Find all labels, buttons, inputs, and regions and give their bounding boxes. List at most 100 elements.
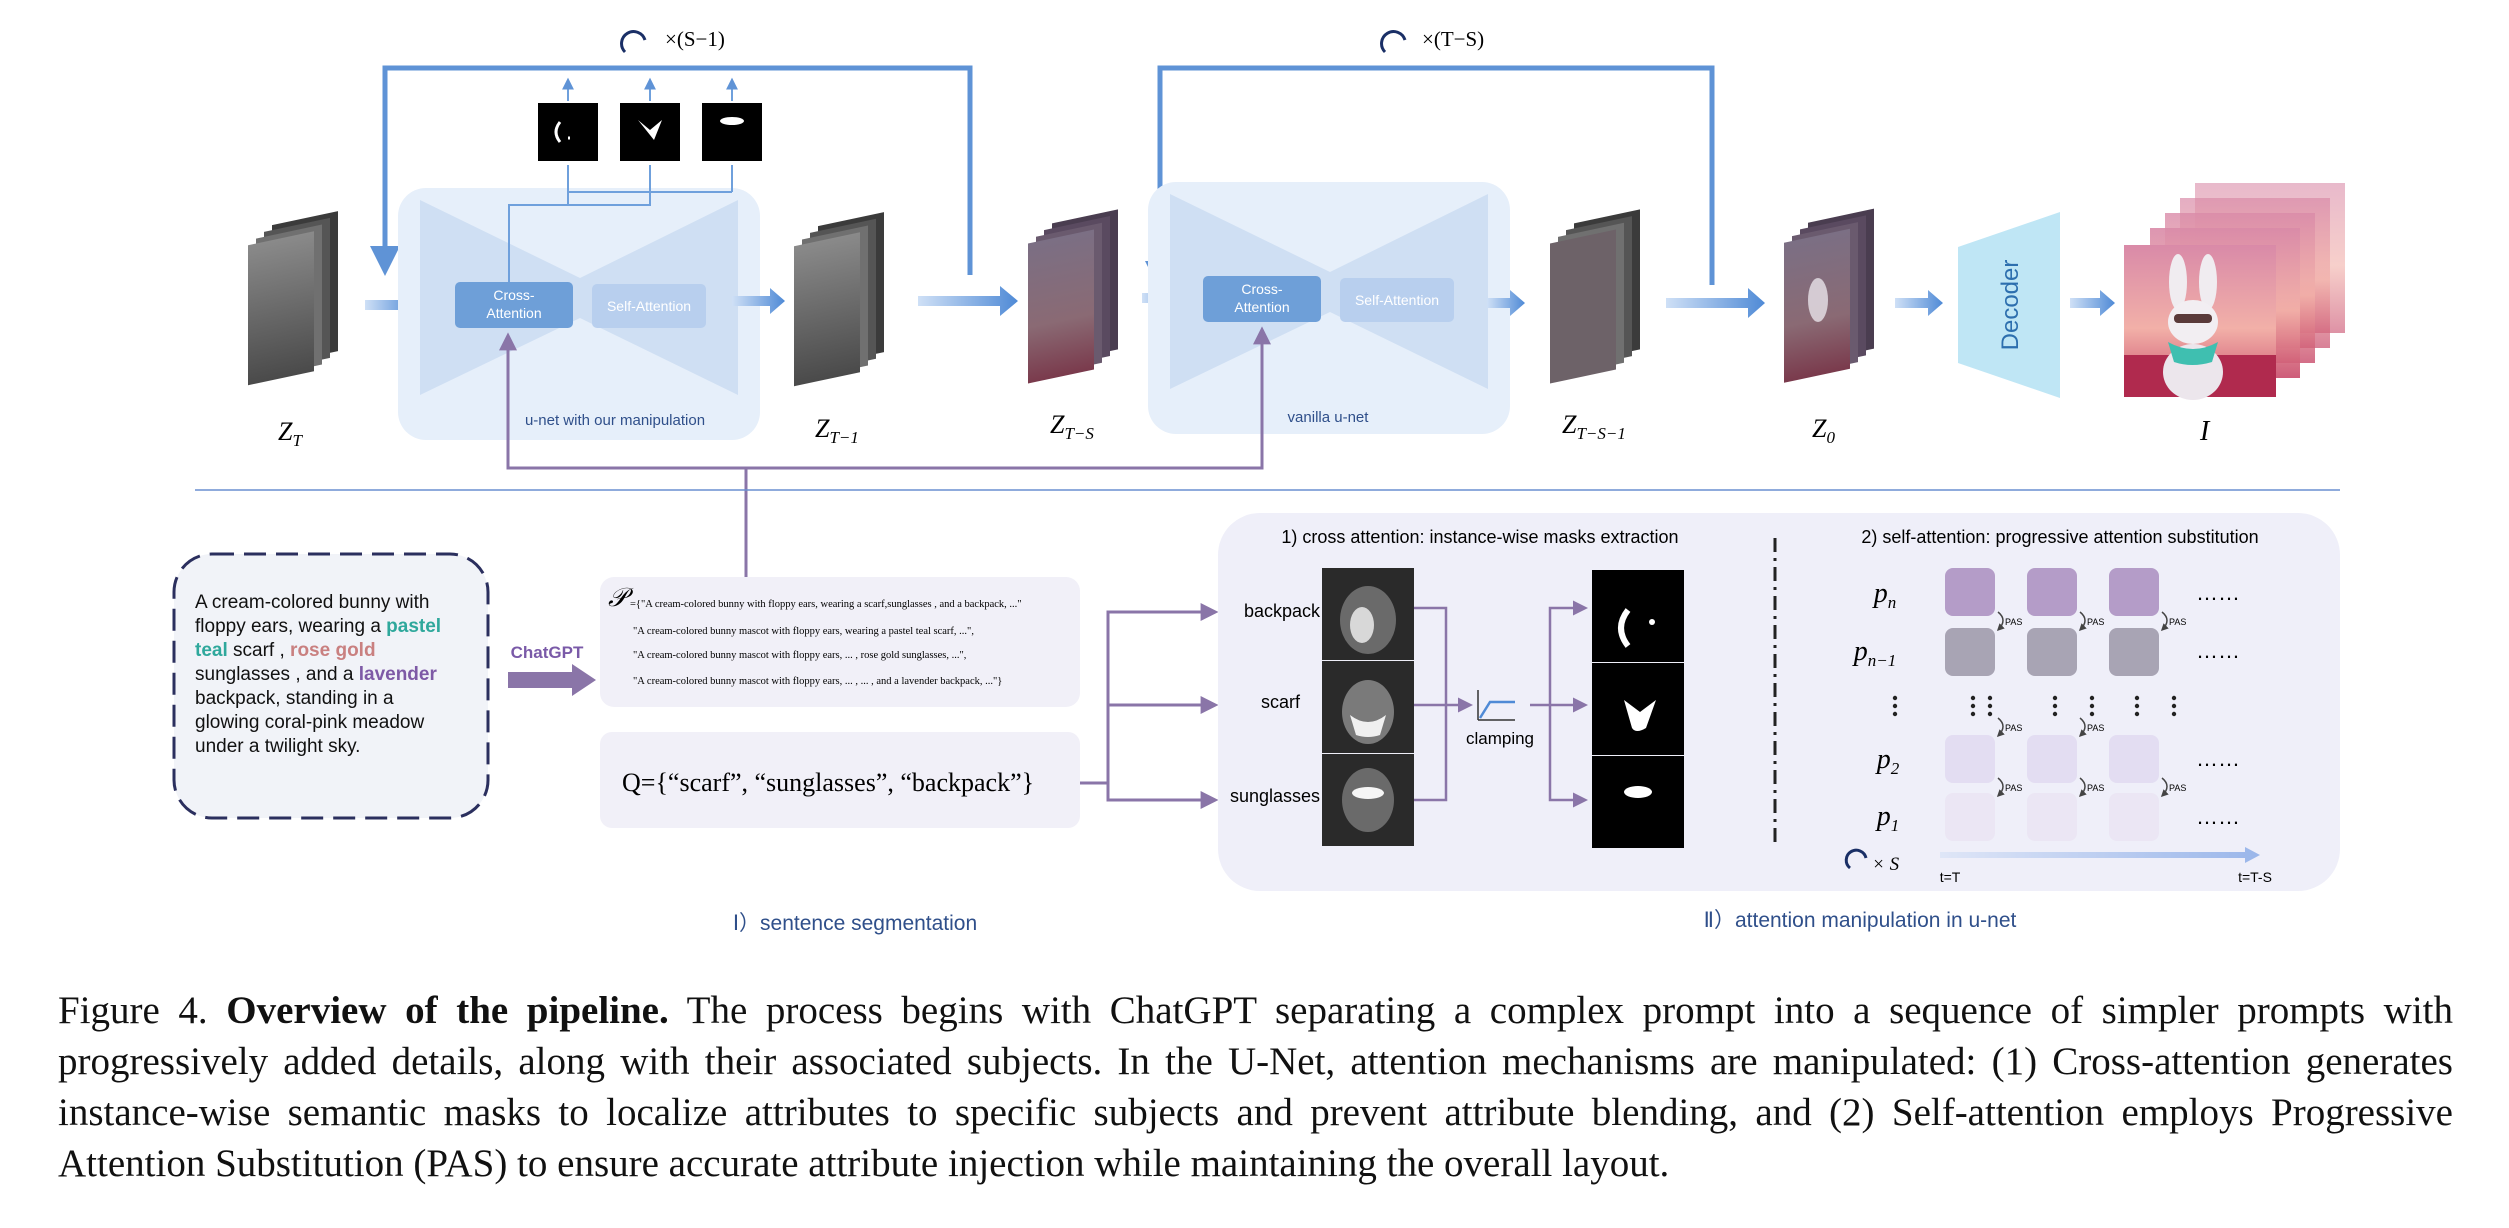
cross-attention-title: 1) cross attention: instance-wise masks … xyxy=(1281,527,1678,547)
svg-text:PAS: PAS xyxy=(2087,783,2104,793)
svg-text:PAS: PAS xyxy=(2169,617,2186,627)
pas-arrows-bottom: PAS PAS PAS xyxy=(1996,777,2186,798)
latent-z0-stack xyxy=(1784,208,1874,383)
loop2-label: ×(T−S) xyxy=(1422,27,1484,51)
pas-cell xyxy=(1945,735,1995,783)
svg-text:PAS: PAS xyxy=(2005,617,2022,627)
unet1-label: u-net with our manipulation xyxy=(525,412,705,429)
binary-masks xyxy=(1592,570,1684,848)
pas-grid: pn …… pn−1 …… PAS PAS PAS xyxy=(1844,568,2272,885)
svg-text:Self-Attention: Self-Attention xyxy=(1355,292,1439,308)
unet1-mask-tree xyxy=(508,77,762,282)
pas-cell xyxy=(2109,568,2159,616)
svg-text:PAS: PAS xyxy=(2087,723,2104,733)
row-ellipsis: …… xyxy=(2196,746,2240,771)
self-attention-title: 2) self-attention: progressive attention… xyxy=(1861,527,2258,547)
row-ellipsis: …… xyxy=(2196,638,2240,663)
label-zts-1: ZT−S−1 xyxy=(1562,410,1626,443)
clamping-connectors: clamping xyxy=(1414,600,1588,808)
arrow-zts1-z0 xyxy=(1666,288,1765,318)
latent-zts1-stack xyxy=(1550,209,1640,384)
pas-cell xyxy=(2027,568,2077,616)
pas-arrows-mid: PAS PAS xyxy=(1996,717,2104,738)
loop1-label: ×(S−1) xyxy=(665,27,725,51)
decoder-block: Decoder xyxy=(1958,212,2060,398)
arrow-unet2-zts1 xyxy=(1487,290,1525,316)
loop-s-icon xyxy=(1844,848,1868,870)
p-line-4: "A cream-colored bunny mascot with flopp… xyxy=(633,676,1002,687)
unet-with-manipulation: Cross- Attention Self-Attention u-net wi… xyxy=(398,188,760,440)
subject-maps: backpack scarf sunglasses xyxy=(1230,568,1414,846)
chatgpt-label: ChatGPT xyxy=(511,643,584,662)
prompt-segment: A cream-colored bunny with xyxy=(195,592,429,613)
pas-cell xyxy=(2027,735,2077,783)
p-line-1: ={"A cream-colored bunny with floppy ear… xyxy=(630,599,1022,610)
mask-thumb-backpack xyxy=(538,103,598,161)
label-zt: ZT xyxy=(278,417,303,450)
row-pn: pn …… xyxy=(1872,568,2240,616)
unet1-self-attention xyxy=(592,284,706,328)
section-label-attention: Ⅱ）attention manipulation in u-net xyxy=(1704,909,2017,932)
pas-cell xyxy=(2027,793,2077,841)
unet1-cross-attention xyxy=(455,282,573,328)
svg-text:PAS: PAS xyxy=(2087,617,2104,627)
mask-thumb-sunglasses xyxy=(702,103,762,161)
svg-text:Attention: Attention xyxy=(1234,299,1289,315)
decoder-label: Decoder xyxy=(1997,260,2024,351)
pas-cell xyxy=(2027,628,2077,676)
pas-cell xyxy=(2109,628,2159,676)
pipeline-diagram: ×(S−1) ×(T−S) ZT Cross- Attention Self-A… xyxy=(172,27,2345,935)
pas-arrows-top: PAS PAS PAS xyxy=(1996,611,2186,632)
caption-bold: Overview of the pipeline. xyxy=(226,989,669,1032)
section-label-segmentation: Ⅰ）sentence segmentation xyxy=(733,912,977,935)
svg-text:PAS: PAS xyxy=(2005,723,2022,733)
prompt-segment: under a twilight sky. xyxy=(195,736,360,757)
prompt-segment: scarf , xyxy=(228,640,290,661)
row-label-p2: p2 xyxy=(1875,744,1900,778)
mask-backpack xyxy=(1592,570,1684,662)
pas-cell xyxy=(1945,568,1995,616)
label-zts: ZT−S xyxy=(1050,410,1094,443)
mask-sunglasses xyxy=(1592,756,1684,848)
svg-text:Cross-: Cross- xyxy=(1241,281,1283,297)
subject-scarf: scarf xyxy=(1261,692,1301,712)
latent-zts-stack xyxy=(1028,209,1118,384)
purple-feed-lines xyxy=(499,326,1271,580)
p-line-3: "A cream-colored bunny mascot with flopp… xyxy=(633,650,966,661)
vanilla-unet: Cross- Attention Self-Attention vanilla … xyxy=(1148,182,1510,434)
label-output-image: I xyxy=(2199,416,2211,447)
loop-s-label: × S xyxy=(1872,854,1900,875)
prompt-sequence-box: 𝒫 ={"A cream-colored bunny with floppy e… xyxy=(600,577,1080,707)
clamping-label: clamping xyxy=(1466,729,1534,748)
pas-cell xyxy=(1945,628,1995,676)
arrow-decoder-image xyxy=(2070,290,2115,316)
figure-caption: Figure 4. Overview of the pipeline. The … xyxy=(58,985,2453,1189)
timeline-end: t=T-S xyxy=(2238,869,2272,885)
row-p1: p1 …… xyxy=(1875,793,2240,841)
row-label-pn-1: pn−1 xyxy=(1852,636,1896,670)
unet2-self-attention xyxy=(1340,278,1454,322)
svg-text:PAS: PAS xyxy=(2169,783,2186,793)
output-image-stack xyxy=(2124,183,2345,400)
vertical-dots xyxy=(1892,695,2177,717)
subject-sunglasses: sunglasses xyxy=(1230,786,1320,806)
row-label-pn: pn xyxy=(1872,578,1897,612)
unet2-cross-attention xyxy=(1203,276,1321,322)
prompt-segment: glowing coral-pink meadow xyxy=(195,712,424,733)
timeline-start: t=T xyxy=(1940,869,1961,885)
loop-t-minus-s: ×(T−S) xyxy=(1145,27,1715,291)
latent-zt-stack xyxy=(248,211,338,386)
prompt-segment: pastel xyxy=(386,616,441,637)
caption-body: The process begins with ChatGPT separati… xyxy=(58,989,2454,1185)
unet2-label: vanilla u-net xyxy=(1288,409,1370,426)
arrow-zt1-zts xyxy=(918,286,1018,316)
latent-zt1-stack xyxy=(794,212,884,387)
row-label-p1: p1 xyxy=(1875,801,1900,835)
chatgpt-arrow: ChatGPT xyxy=(508,643,596,696)
row-ellipsis: …… xyxy=(2196,580,2240,605)
prompt-segment: teal xyxy=(195,640,228,661)
svg-text:Self-Attention: Self-Attention xyxy=(607,298,691,314)
loop-s-minus-1: ×(S−1) xyxy=(370,27,973,276)
